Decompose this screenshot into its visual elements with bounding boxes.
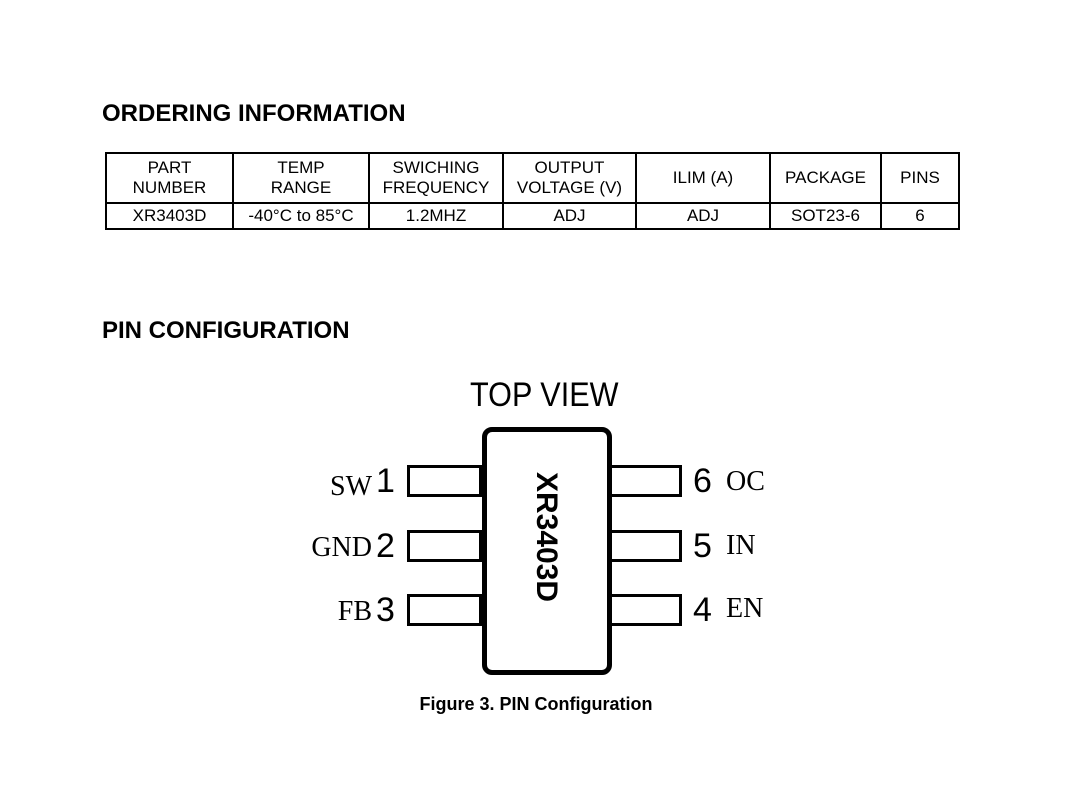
pin-lead-1	[407, 465, 482, 497]
pin-lead-5	[607, 530, 682, 562]
pin-name-in: IN	[726, 530, 756, 561]
pin-name-gnd: GND	[311, 532, 372, 563]
pin-number-2: 2	[376, 527, 395, 565]
pin-name-sw: SW	[330, 471, 372, 502]
pin-name-fb: FB	[337, 596, 372, 627]
pin-number-6: 6	[693, 462, 712, 500]
pin-number-5: 5	[693, 527, 712, 565]
table-cell-output-voltage: ADJ	[502, 202, 637, 230]
table-cell-part-number: XR3403D	[105, 202, 234, 230]
table-cell-ilim: ADJ	[635, 202, 771, 230]
table-cell-pins: 6	[880, 202, 960, 230]
ordering-information-heading: ORDERING INFORMATION	[102, 100, 406, 127]
pin-name-oc: OC	[726, 466, 765, 497]
column-header-ilim: ILIM (A)	[635, 152, 771, 204]
pin-lead-3	[407, 594, 482, 626]
table-row: XR3403D -40°C to 85°C 1.2MHZ ADJ ADJ SOT…	[105, 202, 960, 230]
column-header-package: PACKAGE	[769, 152, 882, 204]
chip-package-outline	[482, 427, 612, 675]
pin-lead-4	[607, 594, 682, 626]
pin-lead-2	[407, 530, 482, 562]
table-cell-package: SOT23-6	[769, 202, 882, 230]
pin-name-en: EN	[726, 593, 764, 624]
column-header-pins: PINS	[880, 152, 960, 204]
table-cell-temp-range: -40°C to 85°C	[232, 202, 370, 230]
pin-number-1: 1	[376, 462, 395, 500]
figure-caption: Figure 3. PIN Configuration	[419, 694, 653, 714]
pin-lead-6	[607, 465, 682, 497]
top-view-label: TOP VIEW	[470, 376, 619, 414]
table-cell-switching-frequency: 1.2MHZ	[368, 202, 504, 230]
pin-number-4: 4	[693, 591, 712, 629]
pin-number-3: 3	[376, 591, 395, 629]
pin-configuration-heading: PIN CONFIGURATION	[102, 317, 350, 344]
